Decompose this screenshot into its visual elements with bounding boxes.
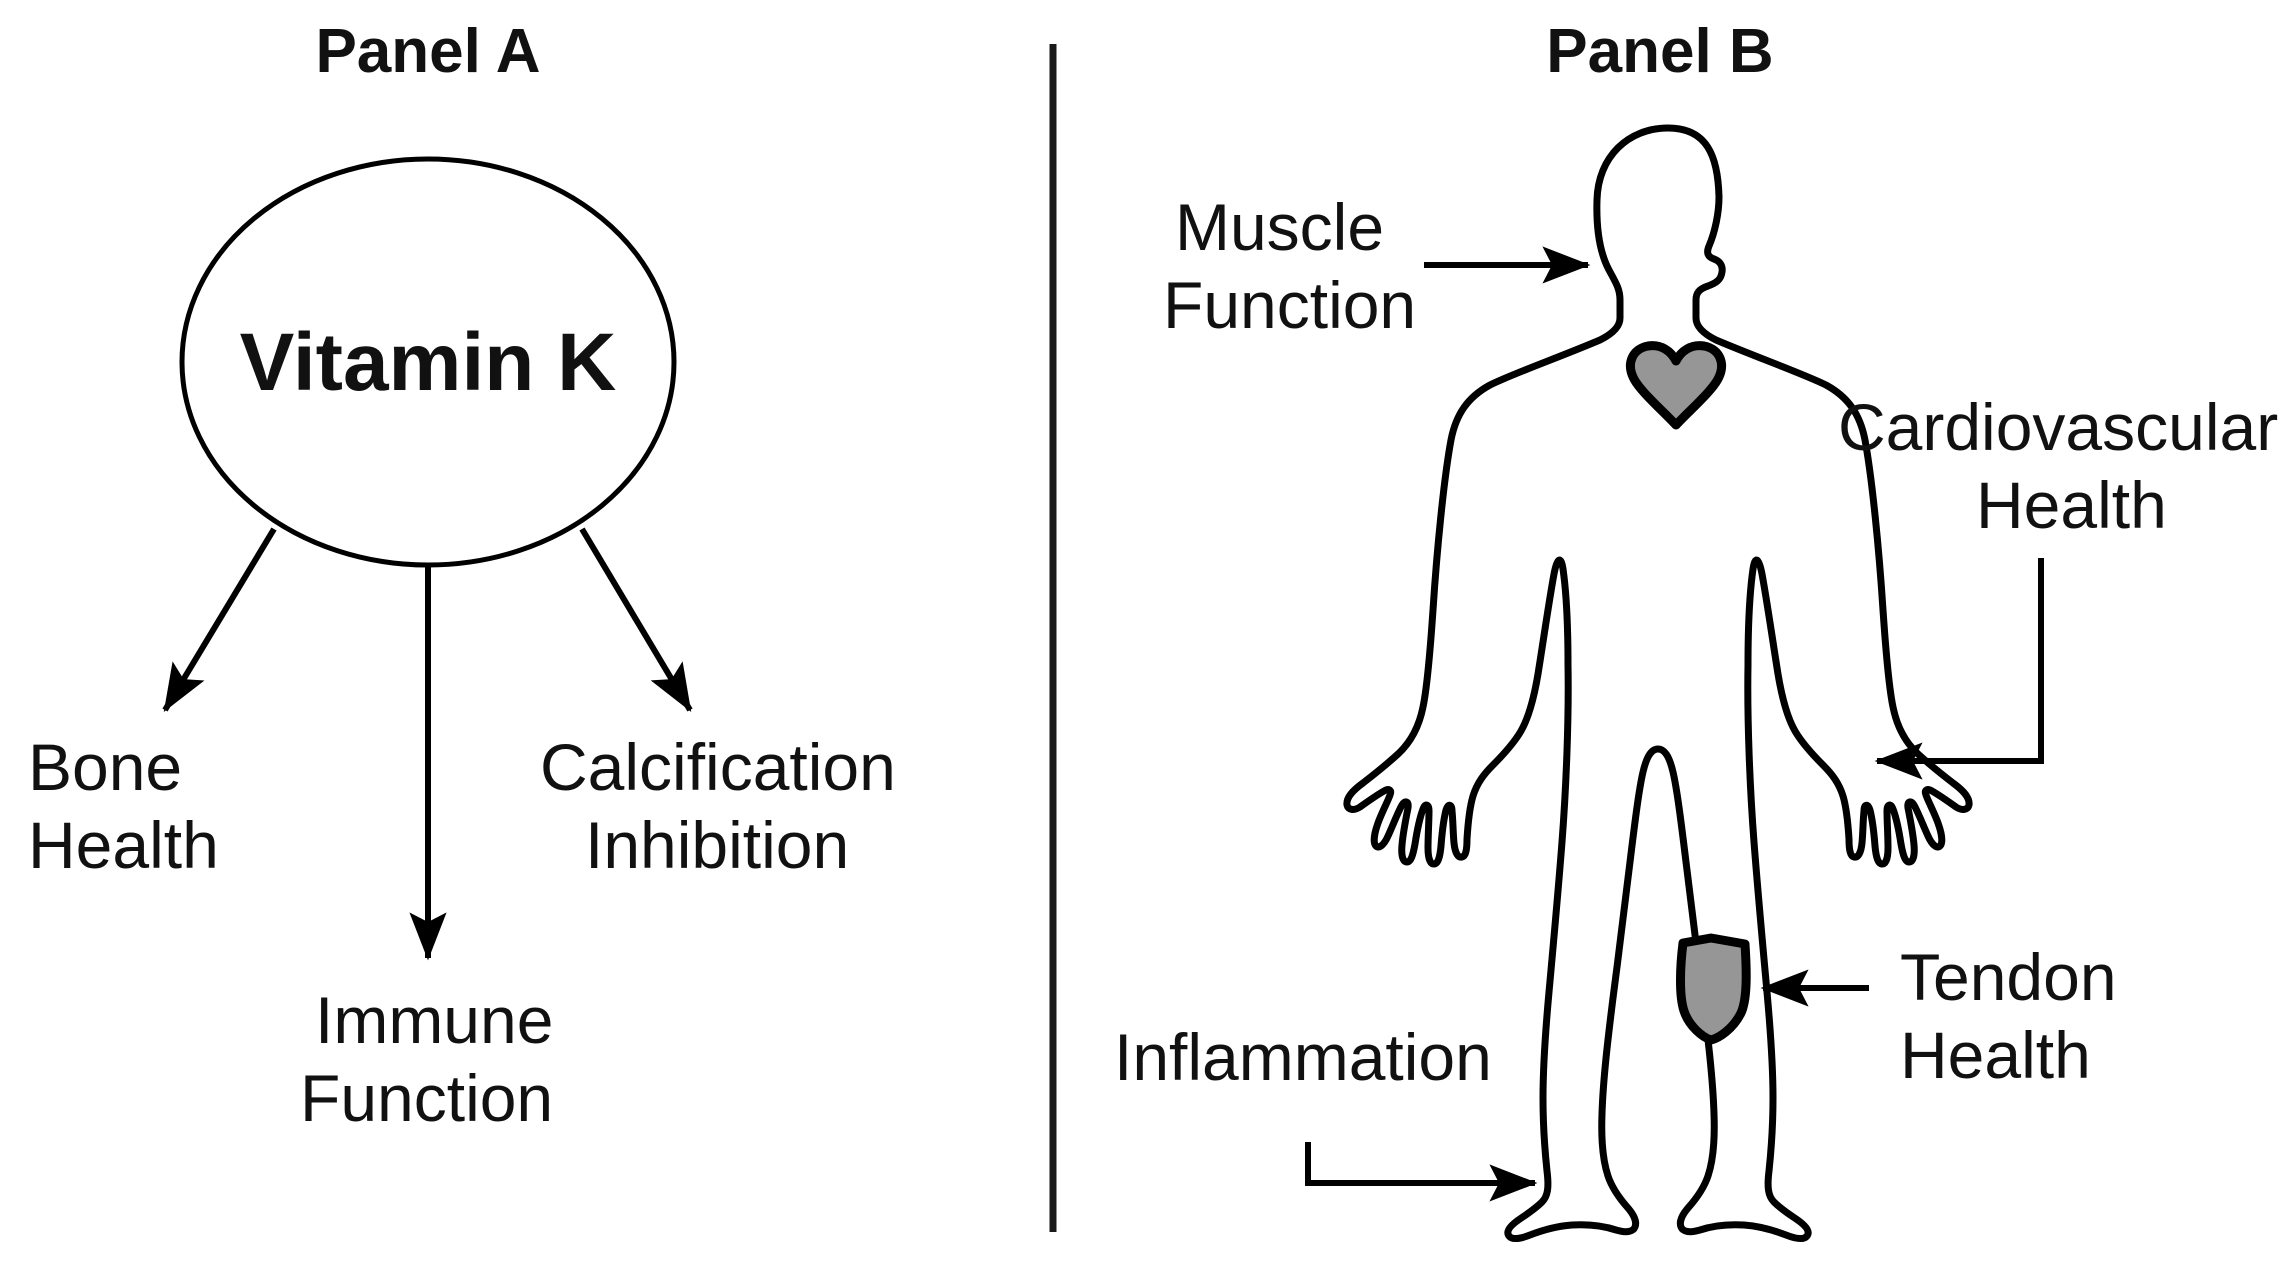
label-tendon-health-line2: Health <box>1900 1018 2091 1092</box>
vitamin-k-label: Vitamin K <box>240 317 617 408</box>
shield-icon[interactable] <box>1676 933 1751 1045</box>
label-calcification-line1: Calcification <box>540 730 896 804</box>
branch-arrow-bone-health <box>162 527 277 713</box>
label-immune-function-line1: Immune <box>315 983 553 1057</box>
panel-b-title: Panel B <box>1546 17 1773 86</box>
label-bone-health-line2: Health <box>28 808 219 882</box>
label-tendon-health-line1: Tendon <box>1900 940 2117 1014</box>
label-calcification-line2: Inhibition <box>585 808 849 882</box>
panel-a-title: Panel A <box>315 17 540 86</box>
heart-icon[interactable] <box>1626 341 1726 430</box>
human-body-silhouette[interactable] <box>1343 124 1973 1242</box>
label-bone-health-line1: Bone <box>28 730 182 804</box>
label-immune-function-line2: Function <box>300 1061 553 1135</box>
label-cardiovascular-line1: Cardiovascular <box>1838 390 2278 464</box>
label-inflammation: Inflammation <box>1114 1020 1492 1094</box>
panel-a-group: Panel A Vitamin K Bone Health Immune Fun… <box>28 17 896 1135</box>
branch-arrow-calcification-inhibition <box>579 527 693 713</box>
label-cardiovascular-line2: Health <box>1976 468 2167 542</box>
label-muscle-function-line2: Function <box>1163 268 1416 342</box>
label-muscle-function-line1: Muscle <box>1175 190 1384 264</box>
body-path <box>1343 124 1973 1242</box>
callout-arrow-cardiovascular-health <box>1874 558 2044 780</box>
callout-arrow-inflammation <box>1305 1142 1538 1202</box>
panel-b-group: Panel B Muscle Function Cardiovascular H… <box>1114 17 2278 1242</box>
vitamin-k-ellipse[interactable] <box>179 156 677 568</box>
